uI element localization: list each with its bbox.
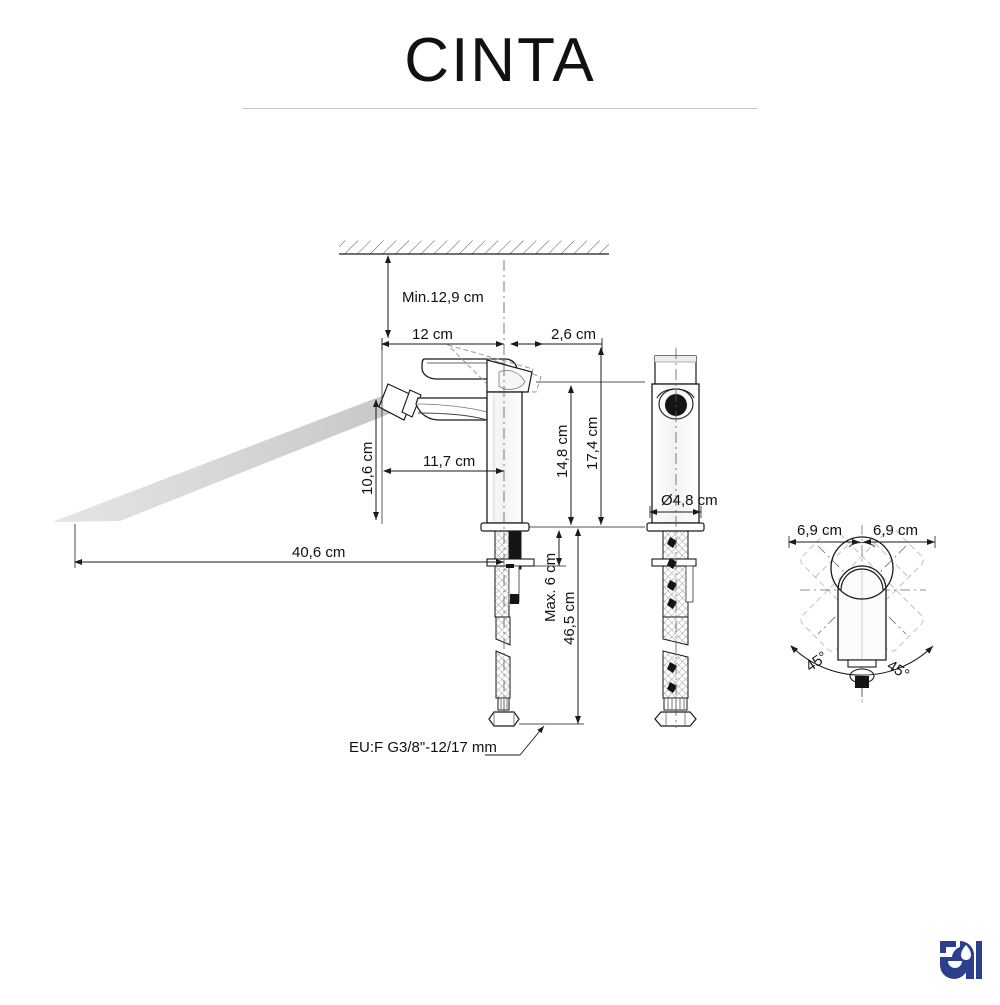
dim-swing-right-angle-label: 45° (884, 657, 912, 683)
dim-jet-reach-label: 40,6 cm (292, 544, 345, 561)
dim-swing-right-width-label: 6,9 cm (873, 522, 918, 539)
flexible-hose (495, 616, 511, 711)
body-column (486, 391, 523, 524)
mounting-shank (486, 530, 535, 618)
front-view-dimensions: Ø4,8 cm (649, 492, 718, 518)
brand-logo (940, 941, 982, 979)
hose-hex-nut (488, 711, 520, 727)
dim-spout-reach-label: 12 cm (412, 326, 453, 343)
title-divider (242, 108, 758, 109)
dim-wall-clearance-label: Min.12,9 cm (402, 289, 484, 306)
water-jet-stream (52, 392, 409, 522)
dim-jet-drop-label: 10,6 cm (359, 442, 376, 495)
dim-body-height-label: 14,8 cm (554, 425, 571, 478)
page-title: CINTA (404, 26, 596, 95)
dim-spout-height-label: 11,7 cm (423, 453, 475, 470)
dim-max-deck-label: Max. 6 cm (542, 553, 559, 622)
wall-hatch-band (339, 239, 609, 255)
dim-swing-left-width-label: 6,9 cm (797, 522, 842, 539)
side-view-faucet (52, 260, 542, 727)
dim-overall-height-label: 46,5 cm (561, 592, 578, 645)
dim-rear-projection-label: 2,6 cm (551, 326, 596, 343)
base-flange (480, 522, 530, 532)
hose-connection-label: EU:F G3/8"-12/17 mm (349, 739, 497, 756)
front-view-faucet (646, 348, 705, 728)
side-view-dimensions: Min.12,9 cm 12 cm 2,6 cm 11,7 cm 10,6 cm… (74, 253, 645, 756)
dim-body-diameter-label: Ø4,8 cm (661, 492, 718, 509)
top-view-faucet (790, 525, 934, 702)
dim-total-height-label: 17,4 cm (584, 417, 601, 470)
spout-arm (415, 397, 488, 421)
hose-connection-callout: EU:F G3/8"-12/17 mm (349, 725, 545, 756)
dim-swing-left-angle-label: 45° (803, 648, 831, 675)
handle-hub (486, 359, 533, 393)
